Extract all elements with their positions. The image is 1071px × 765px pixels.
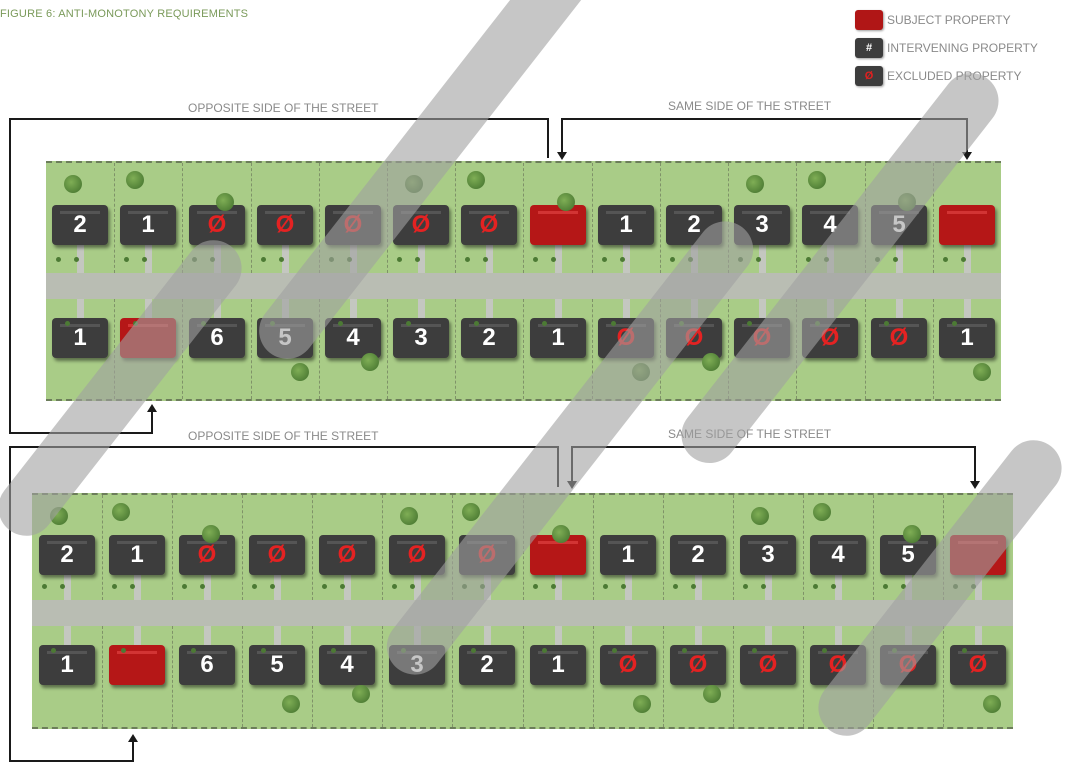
arrowhead-up-2 (128, 734, 138, 742)
arrowhead-up-1 (147, 404, 157, 412)
same-side-bracket-2 (572, 447, 975, 481)
arrowhead-down-1a (557, 152, 567, 160)
arrowhead-down-2b (970, 481, 980, 489)
